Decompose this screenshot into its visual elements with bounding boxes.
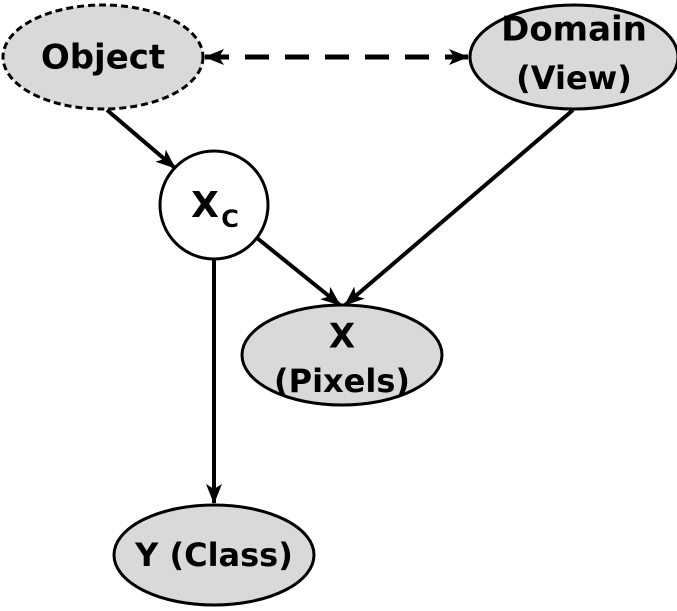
edge-xc-x xyxy=(255,236,342,307)
node-xc-shape xyxy=(158,149,270,261)
node-domain-label-line1: Domain xyxy=(501,10,647,50)
node-x-label-line1: X xyxy=(329,317,355,357)
edge-object-xc xyxy=(105,108,177,170)
edge-domain-x xyxy=(343,108,575,307)
node-object-shape xyxy=(1,3,205,111)
node-xc-subscript: C xyxy=(221,205,239,233)
node-domain-shape xyxy=(468,3,677,111)
node-x-shape xyxy=(240,303,444,407)
node-x: X (Pixels) xyxy=(240,303,444,407)
node-y: Y (Class) xyxy=(112,503,316,607)
edges xyxy=(105,49,575,504)
node-object: Object xyxy=(1,3,205,111)
node-domain: Domain (View) xyxy=(468,3,677,111)
node-xc: X C xyxy=(158,149,270,261)
node-object-label: Object xyxy=(41,38,165,78)
node-x-label-line2: (Pixels) xyxy=(274,362,410,400)
node-domain-label-line2: (View) xyxy=(516,59,632,97)
node-y-shape xyxy=(112,503,316,607)
node-y-label: Y (Class) xyxy=(134,536,293,574)
node-xc-label: X xyxy=(191,185,219,226)
